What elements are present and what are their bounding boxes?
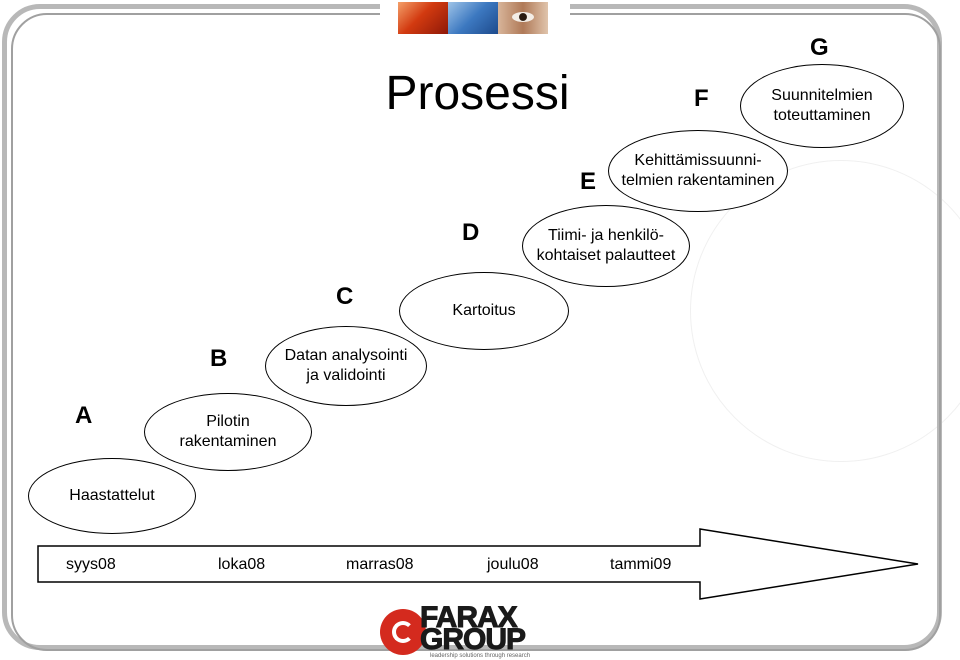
step-label-d: Kartoitus <box>452 302 516 319</box>
photo-puzzle-pieces <box>448 2 498 34</box>
timeline-month-4: joulu08 <box>487 556 539 573</box>
timeline-month-2: loka08 <box>218 556 266 573</box>
timeline-month-3: marras08 <box>346 556 414 573</box>
timeline-month-5: tammi09 <box>610 556 672 573</box>
step-ellipse-f: Kehittämissuunni- telmien rakentaminen <box>608 130 788 212</box>
step-ellipse-a: Haastattelut <box>28 458 196 534</box>
logo-word-group: GROUP <box>419 623 526 656</box>
logo-tagline: leadership solutions through research <box>430 653 531 659</box>
step-label-a: Haastattelut <box>69 487 155 504</box>
step-label-b: Pilotin rakentaminen <box>179 413 277 450</box>
step-letter-e: E <box>580 168 597 195</box>
step-ellipse-b: Pilotin rakentaminen <box>144 393 312 471</box>
step-ellipse-e: Tiimi- ja henkilö- kohtaiset palautteet <box>522 205 690 287</box>
photo-eye <box>498 2 548 34</box>
step-letter-d: D <box>462 219 480 246</box>
step-letter-b: B <box>210 345 228 372</box>
step-label-e: Tiimi- ja henkilö- kohtaiset palautteet <box>536 227 676 264</box>
logo-word-farax: FARAX <box>420 601 519 634</box>
step-ellipse-d: Kartoitus <box>399 272 569 350</box>
timeline-month-1: syys08 <box>66 556 116 573</box>
farax-logo-mark-icon <box>380 609 426 655</box>
step-letter-a: A <box>75 402 93 429</box>
slide-title: Prosessi <box>385 67 570 120</box>
step-ellipse-c: Datan analysointi ja validointi <box>265 326 427 406</box>
step-label-f: Kehittämissuunni- telmien rakentaminen <box>621 152 775 189</box>
header-photo-strip <box>398 2 548 34</box>
farax-group-logo: FARAX GROUP leadership solutions through… <box>378 601 578 659</box>
photo-red-face <box>398 2 448 34</box>
step-label-g: Suunnitelmien toteuttaminen <box>771 87 873 124</box>
step-label-c: Datan analysointi ja validointi <box>284 347 408 384</box>
step-ellipse-g: Suunnitelmien toteuttaminen <box>740 64 904 148</box>
step-letter-c: C <box>336 283 354 310</box>
step-letter-f: F <box>694 85 709 112</box>
step-letter-g: G <box>810 34 829 61</box>
